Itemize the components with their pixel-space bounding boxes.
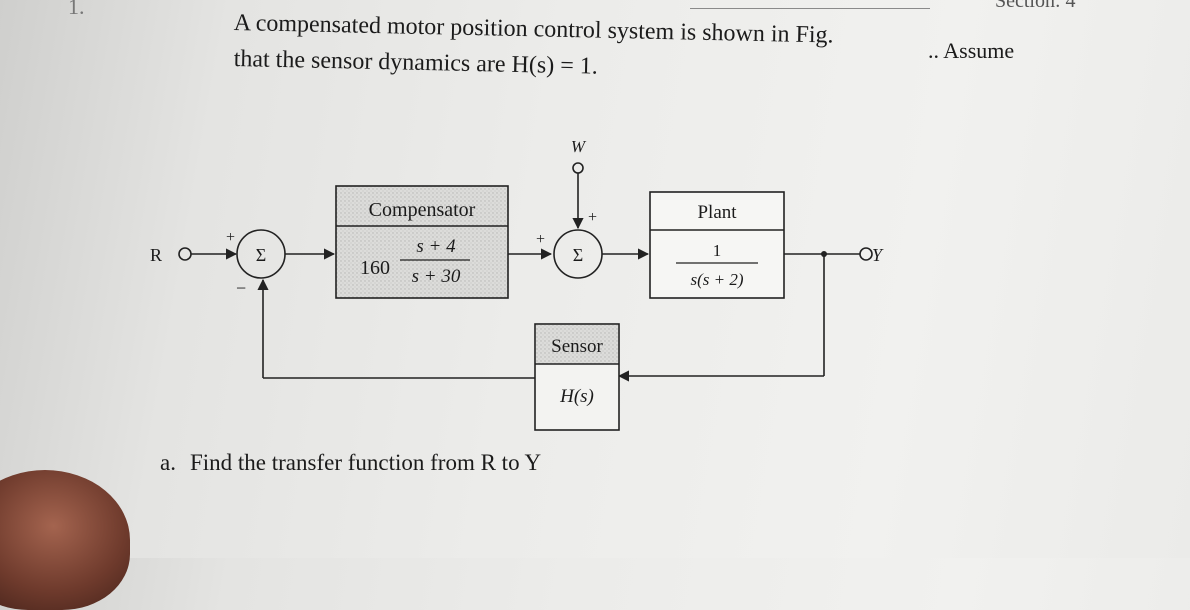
part-a: a. Find the transfer function from R to Y [160, 450, 541, 476]
summer-2-symbol: Σ [573, 245, 583, 265]
output-terminal [859, 247, 873, 261]
summer-1-symbol: Σ [256, 245, 266, 265]
part-a-label: a. [160, 450, 176, 475]
sensor-title: Sensor [551, 336, 603, 357]
plant-denominator: s(s + 2) [690, 270, 743, 289]
sign-minus-feedback: − [236, 278, 246, 298]
sensor-tf: H(s) [559, 386, 594, 407]
section-label: Section: 4 [995, 0, 1076, 12]
sign-plus-u: + [536, 231, 545, 248]
disturbance-terminal [572, 162, 584, 174]
input-terminal [178, 247, 192, 261]
compensator-numerator: s + 4 [416, 236, 456, 257]
output-label: Y [872, 245, 884, 265]
sensor-block [534, 323, 620, 431]
compensator-denominator: s + 30 [412, 266, 461, 287]
compensator-block [335, 185, 509, 299]
compensator-title: Compensator [369, 199, 476, 221]
plant-title: Plant [697, 202, 737, 223]
compensator-gain: 160 [360, 257, 390, 279]
part-a-text: Find the transfer function from R to Y [189, 450, 542, 475]
question-number: 1. [68, 0, 85, 19]
top-rule [690, 8, 930, 9]
assume-text: .. Assume [928, 38, 1015, 63]
input-label: R [150, 245, 162, 265]
takeoff-point [821, 251, 827, 257]
plant-numerator: 1 [713, 241, 722, 260]
plant-block [649, 191, 785, 299]
disturbance-label: W [571, 137, 587, 156]
block-diagram: R Y W Σ Σ + − + + Compensator 160 s + 4 … [150, 137, 884, 431]
sign-plus-r: + [226, 229, 235, 246]
sign-plus-w: + [588, 209, 597, 226]
